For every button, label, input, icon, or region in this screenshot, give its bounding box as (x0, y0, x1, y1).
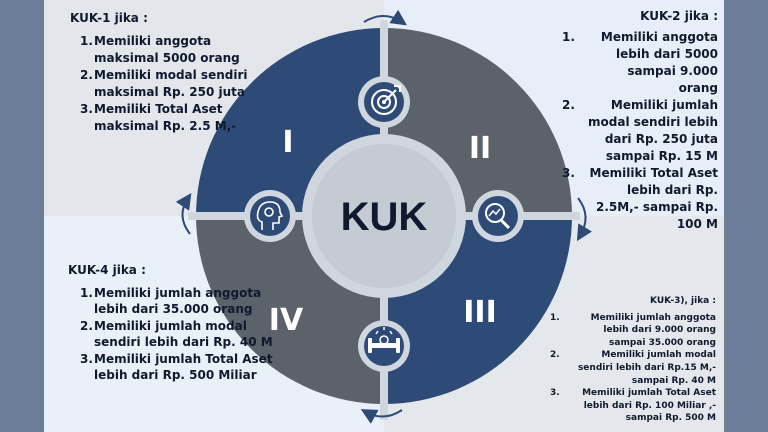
item-number: 1. (80, 34, 93, 48)
quadrant-label-1: I (282, 125, 293, 160)
cycle-arrow-left (175, 193, 192, 235)
head-gear-icon (244, 190, 296, 242)
list-item: 1. Memiliki jumlah anggota lebih dari 9.0… (550, 312, 716, 350)
item-text: Memiliki jumlah Total Aset lebih dari Rp… (94, 351, 273, 383)
item-text: Memiliki jumlah anggota lebih dari 35.00… (94, 285, 262, 317)
item-text: Memiliki Total Aset lebih dari Rp. 2.5M,… (589, 166, 718, 231)
item-number: 3. (80, 102, 93, 116)
item-number: 3. (562, 166, 575, 180)
kuk-2-heading: KUK-2 jika : (640, 9, 718, 23)
list-item: 1. Memiliki anggota lebih dari 5000 sampa… (562, 29, 718, 97)
cycle-arrow-top (363, 9, 407, 26)
search-analytics-icon (472, 190, 524, 242)
list-item: 2. Memiliki jumlah modal sendiri lebih da… (562, 97, 718, 165)
item-number: 2. (80, 318, 93, 333)
kuk-4-criteria: KUK-4 jika : 1.Memiliki jumlah anggota l… (68, 262, 278, 384)
item-number: 1. (550, 312, 560, 323)
item-number: 3. (80, 351, 93, 366)
quadrant-label-2: II (469, 131, 491, 166)
list-item: 1.Memiliki jumlah anggota lebih dari 35.… (68, 285, 278, 318)
quadrant-label-3: III (463, 295, 497, 330)
list-item: 3. Memiliki Total Aset lebih dari Rp. 2.5… (562, 165, 718, 233)
list-item: 3. Memiliki jumlah Total Aset lebih dari … (550, 387, 716, 425)
item-text: Memiliki modal sendiri maksimal Rp. 250 … (94, 68, 248, 99)
kuk-3-criteria: KUK-3), jika : 1. Memiliki jumlah anggota… (550, 295, 716, 425)
list-item: 2.Memiliki modal sendiri maksimal Rp. 25… (70, 67, 270, 101)
list-item: 2.Memiliki jumlah modal sendiri lebih da… (68, 318, 278, 351)
infographic-frame: KUK I II III IV (44, 0, 724, 432)
item-number: 2. (80, 68, 93, 82)
item-number: 1. (562, 30, 575, 44)
kuk-wheel-diagram: KUK I II III IV (175, 9, 593, 424)
list-item: 3.Memiliki jumlah Total Aset lebih dari … (68, 351, 278, 384)
item-text: Memiliki anggota maksimal 5000 orang (94, 34, 240, 65)
target-icon (358, 76, 410, 128)
kuk-4-heading: KUK-4 jika : (68, 263, 146, 277)
item-text: Memiliki jumlah Total Aset lebih dari Rp… (582, 388, 716, 424)
item-number: 2. (550, 350, 560, 361)
item-text: Memiliki Total Aset maksimal Rp. 2.5 M,- (94, 102, 237, 133)
item-number: 3. (550, 388, 560, 399)
kuk-3-heading: KUK-3), jika : (650, 296, 716, 306)
list-item: 3.Memiliki Total Aset maksimal Rp. 2.5 M… (70, 101, 270, 135)
item-number: 1. (80, 285, 93, 300)
item-text: Memiliki jumlah modal sendiri lebih dari… (577, 350, 716, 386)
kuk-2-criteria: KUK-2 jika : 1. Memiliki anggota lebih da… (562, 8, 718, 233)
item-number: 2. (562, 98, 575, 112)
cycle-arrow-right (576, 197, 593, 242)
strength-icon (358, 320, 410, 372)
list-item: 1.Memiliki anggota maksimal 5000 orang (70, 33, 270, 67)
center-label: KUK (341, 195, 428, 239)
item-text: Memiliki anggota lebih dari 5000 sampai … (600, 30, 718, 95)
item-text: Memiliki jumlah modal sendiri lebih dari… (588, 98, 718, 163)
kuk-1-criteria: KUK-1 jika : 1.Memiliki anggota maksimal… (70, 10, 270, 135)
center-disc (312, 144, 456, 288)
kuk-1-heading: KUK-1 jika : (70, 11, 148, 25)
item-text: Memiliki jumlah modal sendiri lebih dari… (94, 318, 273, 350)
cycle-arrow-bottom (360, 409, 403, 424)
list-item: 2. Memiliki jumlah modal sendiri lebih da… (550, 349, 716, 387)
quadrant-label-4: IV (269, 303, 304, 338)
item-text: Memiliki jumlah anggota lebih dari 9.000… (590, 312, 716, 348)
